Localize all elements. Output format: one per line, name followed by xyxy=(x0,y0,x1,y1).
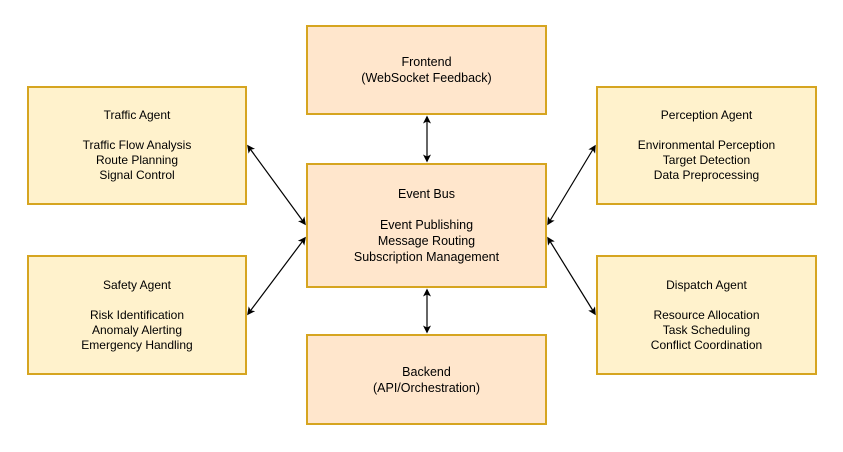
event-bus-node[interactable]: Event Bus Event Publishing Message Routi… xyxy=(306,163,547,288)
perception-agent-node[interactable]: Perception Agent Environmental Perceptio… xyxy=(596,86,817,205)
safety-agent-line-1: Risk Identification xyxy=(89,307,185,322)
traffic-agent-line-3: Signal Control xyxy=(99,168,175,182)
backend-subtitle: (API/Orchestration) xyxy=(373,380,480,395)
perception-agent-line-2: Target Detection xyxy=(662,153,751,167)
perception-agent-line-3: Data Preprocessing xyxy=(653,168,760,182)
perception-agent-line-1: Environmental Perception xyxy=(637,138,776,152)
traffic-agent-title: Traffic Agent xyxy=(103,108,171,122)
frontend-node[interactable]: Frontend (WebSocket Feedback) xyxy=(306,25,547,115)
traffic-agent-line-2: Route Planning xyxy=(95,153,179,167)
edge-safety-event-bus xyxy=(247,236,306,316)
dispatch-agent-node[interactable]: Dispatch Agent Resource Allocation Task … xyxy=(596,255,817,375)
safety-agent-line-3: Emergency Handling xyxy=(81,337,193,352)
dispatch-agent-title: Dispatch Agent xyxy=(666,277,747,292)
dispatch-agent-line-2: Task Scheduling xyxy=(662,322,751,337)
traffic-agent-line-1: Traffic Flow Analysis xyxy=(82,138,192,152)
event-bus-line-3: Subscription Management xyxy=(353,250,500,264)
traffic-agent-node[interactable]: Traffic Agent Traffic Flow Analysis Rout… xyxy=(27,86,247,205)
event-bus-line-2: Message Routing xyxy=(377,234,476,248)
perception-agent-title: Perception Agent xyxy=(660,108,753,122)
safety-agent-line-2: Anomaly Alerting xyxy=(91,322,183,337)
edge-perception-event-bus xyxy=(547,144,596,226)
backend-node[interactable]: Backend (API/Orchestration) xyxy=(306,334,547,425)
edge-dispatch-event-bus xyxy=(547,236,596,316)
safety-agent-node[interactable]: Safety Agent Risk Identification Anomaly… xyxy=(27,255,247,375)
dispatch-agent-line-3: Conflict Coordination xyxy=(650,337,763,352)
event-bus-line-1: Event Publishing xyxy=(379,218,474,232)
safety-agent-title: Safety Agent xyxy=(102,277,172,292)
backend-title: Backend xyxy=(402,364,451,379)
dispatch-agent-line-1: Resource Allocation xyxy=(653,307,760,322)
edge-traffic-event-bus xyxy=(247,144,306,226)
frontend-title: Frontend xyxy=(401,55,452,69)
event-bus-title: Event Bus xyxy=(398,187,455,201)
frontend-subtitle: (WebSocket Feedback) xyxy=(361,71,492,85)
